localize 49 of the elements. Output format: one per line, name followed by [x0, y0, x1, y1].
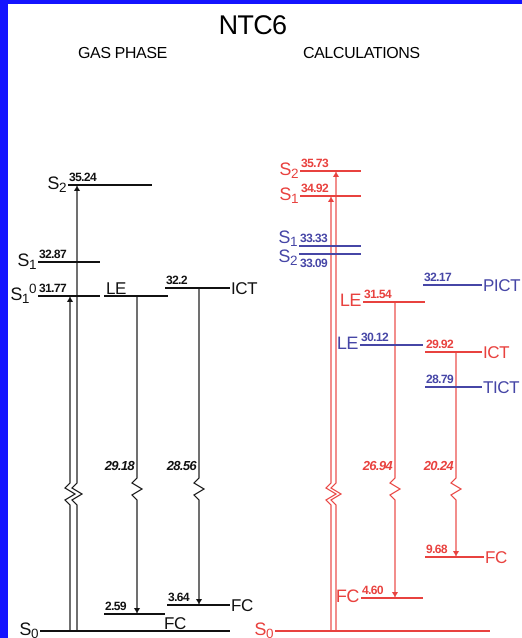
transition-arrow	[193, 289, 206, 604]
energy-value: 32.87	[39, 248, 66, 260]
energy-value: 35.24	[69, 171, 96, 183]
energy-value: 29.92	[426, 338, 454, 350]
energy-value: 32.2	[166, 274, 187, 286]
state-label: FC	[485, 549, 507, 566]
column-heading: GAS PHASE	[78, 46, 167, 62]
energy-value: 30.12	[361, 331, 388, 343]
energy-value: 9.68	[426, 543, 447, 555]
state-label: FC	[164, 615, 186, 632]
energy-value: 2.59	[105, 600, 126, 612]
transition-arrow	[131, 297, 144, 613]
state-label: LE	[106, 280, 126, 297]
state-label: S$_{1}$	[278, 228, 297, 246]
energy-value: 35.73	[301, 157, 328, 169]
edge-label: 29.18	[104, 459, 134, 472]
state-label: ICT	[483, 344, 510, 361]
transition-arrow	[450, 353, 462, 556]
title: NTC6	[218, 12, 288, 39]
state-label: FC	[231, 597, 253, 614]
state-label: FC	[336, 587, 359, 605]
energy-value: 31.77	[39, 282, 66, 294]
state-label: TICT	[483, 379, 520, 396]
state-label: LE	[340, 291, 361, 309]
energy-value: 3.64	[168, 591, 189, 603]
state-label: S$_{1}$	[17, 251, 36, 269]
energy-value: 33.09	[300, 257, 328, 269]
state-label: LE	[336, 334, 358, 352]
transition-arrow	[389, 303, 402, 597]
energy-value: 33.33	[300, 232, 328, 244]
state-label: S$_{2}$	[47, 174, 66, 192]
transition-arrow	[330, 172, 342, 630]
state-label: PICT	[483, 277, 520, 294]
transition-arrow	[64, 297, 76, 630]
state-label: S$_{2}$	[278, 247, 297, 265]
state-label: S$_{1}$	[279, 185, 298, 203]
edge-label: 26.94	[362, 459, 392, 472]
state-label: S$_{2}$	[279, 160, 298, 178]
energy-value: 31.54	[364, 288, 392, 300]
energy-value: 28.79	[426, 373, 454, 385]
energy-value: 4.60	[362, 584, 383, 596]
state-label: ICT	[231, 280, 258, 297]
energy-value: 34.92	[301, 182, 328, 194]
transition-arrow	[71, 186, 84, 630]
edge-label: 28.56	[166, 459, 196, 472]
column-heading: CALCULATIONS	[303, 46, 420, 62]
energy-value: 32.17	[424, 271, 452, 283]
transition-arrow	[325, 197, 338, 630]
edge-label: 20.24	[422, 459, 453, 472]
